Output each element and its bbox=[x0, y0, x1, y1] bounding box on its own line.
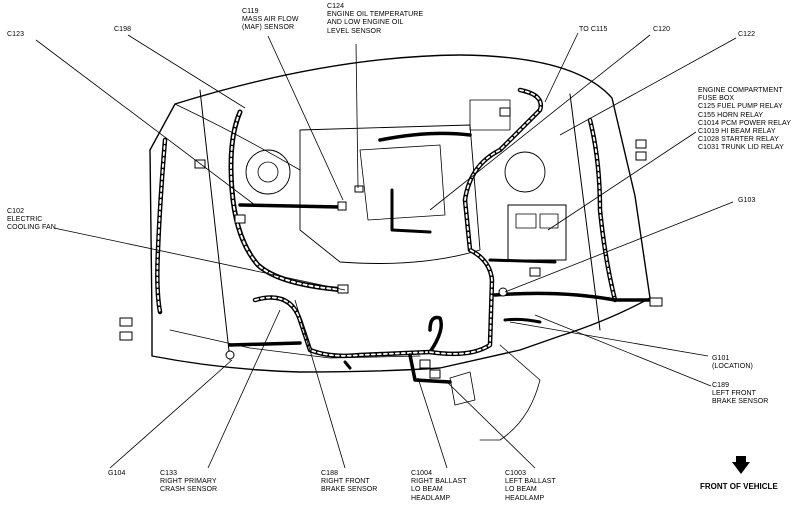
label-g104: G104 bbox=[108, 470, 126, 477]
label-c122: C122 bbox=[738, 31, 756, 38]
label-g103: G103 bbox=[738, 197, 756, 204]
front-arrow-icon bbox=[732, 456, 750, 474]
label-c198: C198 bbox=[114, 26, 132, 33]
front-of-vehicle-label: FRONT OF VEHICLE bbox=[700, 482, 778, 491]
label-c120: C120 bbox=[653, 26, 671, 33]
label-g101: G101(LOCATION) bbox=[712, 355, 753, 371]
label-c123: C123 bbox=[7, 31, 25, 38]
label-to-c115: TO C115 bbox=[579, 26, 608, 33]
